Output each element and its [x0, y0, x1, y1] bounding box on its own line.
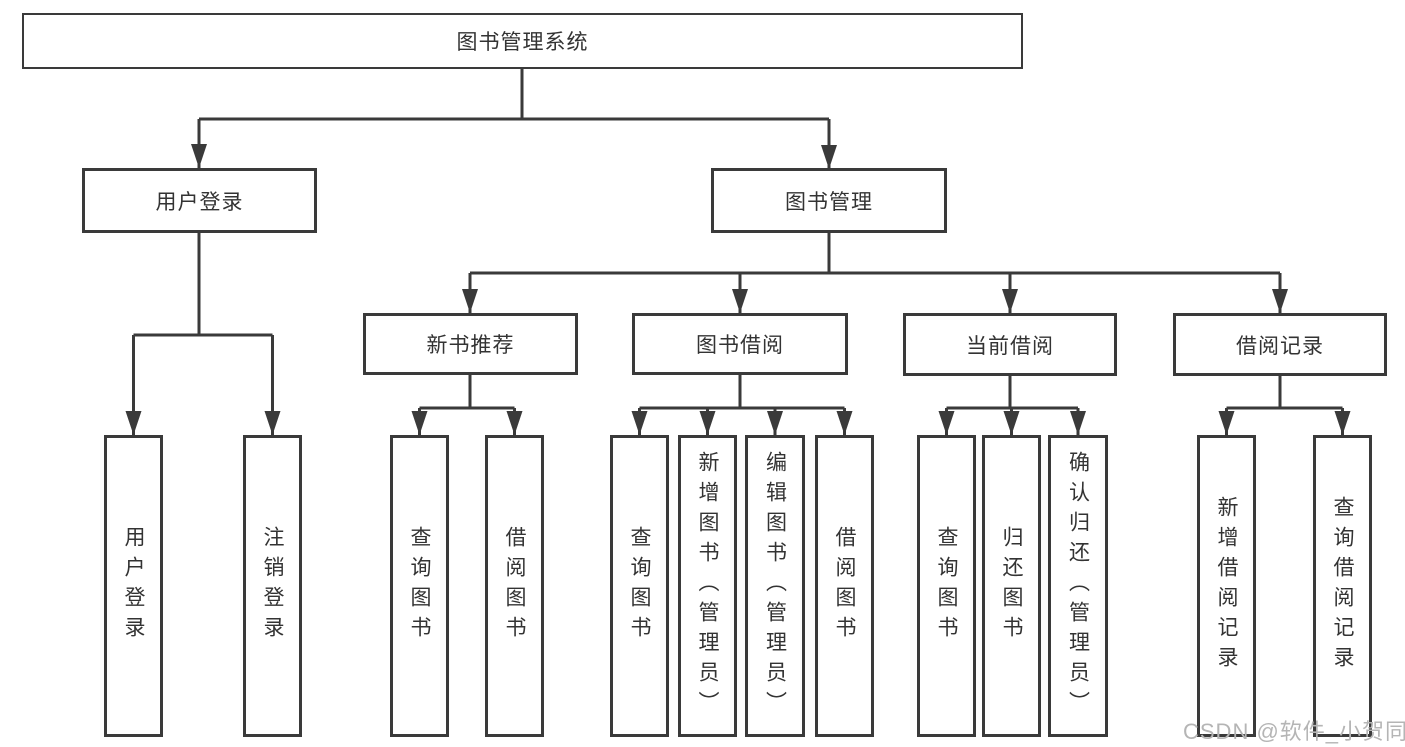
leaf-borrow-books-2-label: 借阅图书: [833, 526, 856, 646]
node-current-borrowing-label: 当前借阅: [966, 334, 1054, 358]
csdn-watermark: CSDN @软件_小贺同学: [1183, 719, 1405, 744]
leaf-confirm-return-admin: 确认归还（管理员）: [1048, 435, 1108, 737]
leaf-borrow-books-1-label: 借阅图书: [503, 526, 526, 646]
leaf-return-books-label: 归还图书: [1000, 526, 1023, 646]
node-new-book-recommend: 新书推荐: [363, 313, 578, 375]
leaf-return-books: 归还图书: [982, 435, 1041, 737]
node-book-management-label: 图书管理: [785, 190, 873, 214]
leaf-borrow-books-1: 借阅图书: [485, 435, 544, 737]
node-user-login: 用户登录: [82, 168, 317, 233]
leaf-add-books-admin-label: 新增图书（管理员）: [696, 451, 719, 721]
leaf-add-borrow-record: 新增借阅记录: [1197, 435, 1256, 737]
leaf-user-login: 用户登录: [104, 435, 163, 737]
leaf-edit-books-admin-label: 编辑图书（管理员）: [763, 451, 787, 721]
leaf-logout-label: 注销登录: [261, 526, 284, 646]
leaf-query-borrow-record: 查询借阅记录: [1313, 435, 1372, 737]
leaf-query-books-2-label: 查询图书: [628, 526, 651, 646]
leaf-query-books-1: 查询图书: [390, 435, 449, 737]
node-borrowing-records-label: 借阅记录: [1236, 334, 1324, 358]
node-book-management: 图书管理: [711, 168, 947, 233]
node-root-system: 图书管理系统: [22, 13, 1023, 69]
node-new-book-recommend-label: 新书推荐: [426, 334, 515, 357]
leaf-query-books-1-label: 查询图书: [408, 526, 431, 646]
leaf-query-books-3: 查询图书: [917, 435, 976, 737]
node-book-borrowing-label: 图书借阅: [696, 334, 784, 357]
leaf-edit-books-admin: 编辑图书（管理员）: [745, 435, 805, 737]
leaf-add-books-admin: 新增图书（管理员）: [678, 435, 737, 737]
leaf-borrow-books-2: 借阅图书: [815, 435, 874, 737]
leaf-logout: 注销登录: [243, 435, 302, 737]
leaf-confirm-return-admin-label: 确认归还（管理员）: [1066, 451, 1090, 721]
leaf-query-books-3-label: 查询图书: [935, 526, 958, 646]
node-borrowing-records: 借阅记录: [1173, 313, 1387, 376]
node-current-borrowing: 当前借阅: [903, 313, 1117, 376]
node-book-borrowing: 图书借阅: [632, 313, 848, 375]
leaf-query-books-2: 查询图书: [610, 435, 669, 737]
node-user-login-label: 用户登录: [155, 190, 244, 214]
leaf-add-borrow-record-label: 新增借阅记录: [1215, 496, 1238, 676]
leaf-user-login-label: 用户登录: [122, 526, 145, 646]
leaf-query-borrow-record-label: 查询借阅记录: [1331, 496, 1354, 676]
node-root-system-label: 图书管理系统: [456, 31, 589, 54]
